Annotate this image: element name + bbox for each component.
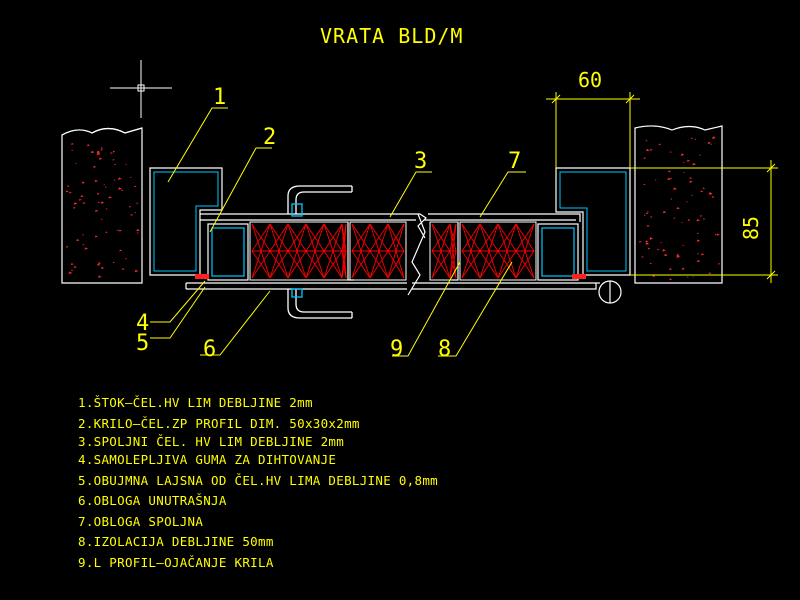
legend-item-6: 6.OBLOGA UNUTRAŠNJA <box>78 493 227 508</box>
callout-2: 2 <box>263 125 276 150</box>
legend-item-1: 1.ŠTOK–ČEL.HV LIM DEBLJINE 2mm <box>78 395 313 410</box>
legend-item-4: 4.SAMOLEPLJIVA GUMA ZA DIHTOVANJE <box>78 452 337 467</box>
door-handle-icon <box>287 185 353 319</box>
callout-3: 3 <box>414 149 427 174</box>
legend-item-2: 2.KRILO–ČEL.ZP PROFIL DIM. 50x30x2mm <box>78 415 360 431</box>
dimension-top-label: 60 <box>578 68 602 92</box>
insulation-panels <box>249 221 537 281</box>
legend-item-9: 9.L PROFIL–OJAČANJE KRILA <box>78 554 274 570</box>
dimension-right-label: 85 <box>739 216 763 240</box>
legend-item-3: 3.SPOLJNI ČEL. HV LIM DEBLJINE 2mm <box>78 434 345 449</box>
drawing-title: VRATA BLD/M <box>320 24 463 48</box>
legend-item-8: 8.IZOLACIJA DEBLJINE 50mm <box>78 534 274 549</box>
leader-lines <box>150 107 526 357</box>
right-wall-hatch <box>638 136 721 281</box>
insulation-hatch <box>251 223 535 279</box>
l-profile-reinforcement <box>347 222 459 281</box>
door-leaf <box>185 213 597 296</box>
callout-5: 5 <box>136 331 149 356</box>
rubber-seals <box>195 274 586 279</box>
leaf-frame-profiles <box>207 223 579 281</box>
right-wall <box>634 125 723 284</box>
callout-8: 8 <box>438 337 451 362</box>
callout-9: 9 <box>390 337 403 362</box>
legend-item-7: 7.OBLOGA SPOLJNA <box>78 513 204 529</box>
callout-4: 4 <box>136 311 149 336</box>
left-wall-hatch <box>65 142 140 278</box>
hinge-icon <box>596 280 622 304</box>
legend-item-5: 5.OBUJMNA LAJSNA OD ČEL.HV LIMA DEBLJINE… <box>78 472 438 488</box>
callout-numbers: 1 2 3 7 4 5 6 9 8 <box>136 85 521 362</box>
legend-list: 1.ŠTOK–ČEL.HV LIM DEBLJINE 2mm 2.KRILO–Č… <box>78 393 438 573</box>
left-frame-profile <box>149 167 223 276</box>
left-wall <box>61 127 143 284</box>
callout-6: 6 <box>203 337 216 362</box>
right-frame-profile <box>555 167 631 276</box>
callout-1: 1 <box>213 85 226 110</box>
callout-7: 7 <box>508 149 521 174</box>
crosshair-icon <box>110 60 172 118</box>
dimension-top <box>546 92 640 168</box>
dimension-right <box>630 160 778 283</box>
